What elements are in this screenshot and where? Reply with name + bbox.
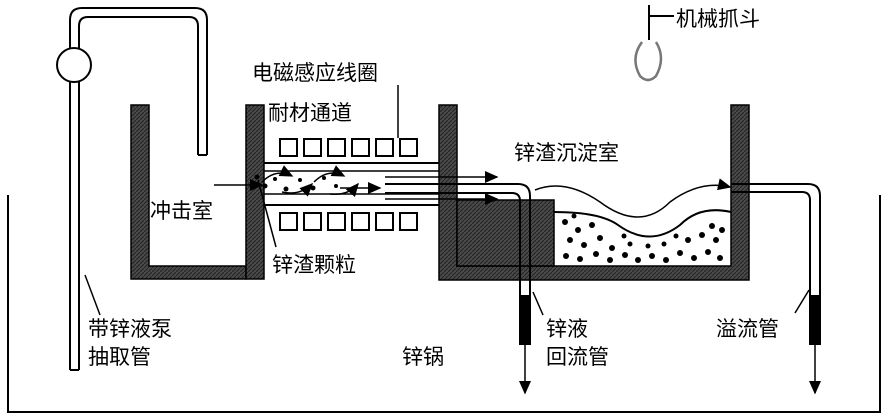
zinc-pot-outline <box>7 195 881 413</box>
swirl-arrow-1 <box>261 165 294 183</box>
impact-chamber-label: 冲击室 <box>150 199 213 223</box>
return-pipe <box>385 183 531 345</box>
return-pipe-label-line2: 回流管 <box>546 345 609 369</box>
pump-pipe-label-line2: 抽取管 <box>88 345 151 369</box>
dross-surface <box>553 209 732 238</box>
overflow-pipe-leader <box>794 289 810 314</box>
overflow-pipe-label: 溢流管 <box>716 317 779 341</box>
pump-pipe <box>69 7 208 370</box>
pump-pipe-leader <box>84 274 101 316</box>
dross-particles-leader <box>257 179 277 248</box>
settling-chamber-inner-block <box>456 199 555 267</box>
swirl-arrow-3 <box>313 165 346 183</box>
swirl-arrow-4 <box>329 182 359 198</box>
return-pipe-label-line1: 锌液 <box>546 317 588 341</box>
overflow-pipe-inner <box>731 191 811 345</box>
pump-icon <box>56 47 92 83</box>
induction-coil-label: 电磁感应线圈 <box>252 61 378 85</box>
induction-coil <box>279 138 418 231</box>
refractory-channel-label: 耐材通道 <box>268 101 352 125</box>
swirl-arrow-2 <box>281 182 314 197</box>
return-pipe-outlet <box>520 295 530 345</box>
mechanical-grab-label: 机械抓斗 <box>676 7 760 31</box>
overflow-pipe-outlet <box>810 295 820 345</box>
settled-dross-particles <box>562 213 725 263</box>
overflow-pipe <box>731 183 821 345</box>
settling-chamber-wall <box>438 104 750 281</box>
return-pipe-leader <box>532 291 544 316</box>
pump-pipe-inner <box>78 16 199 370</box>
dross-settling-chamber-label: 锌渣沉淀室 <box>514 141 619 165</box>
pump-pipe-label-line1: 带锌液泵 <box>88 317 172 341</box>
return-pipe-inner <box>385 192 521 345</box>
settling-flow-arrow <box>534 178 732 218</box>
zinc-pot-label: 锌锅 <box>402 345 444 369</box>
channel-dross-particles <box>254 174 338 192</box>
dross-particles-label: 锌渣颗粒 <box>272 253 356 277</box>
grab-claw-icon <box>634 41 663 82</box>
impact-chamber-wall-right <box>245 104 265 280</box>
impact-chamber-wall <box>130 104 247 280</box>
